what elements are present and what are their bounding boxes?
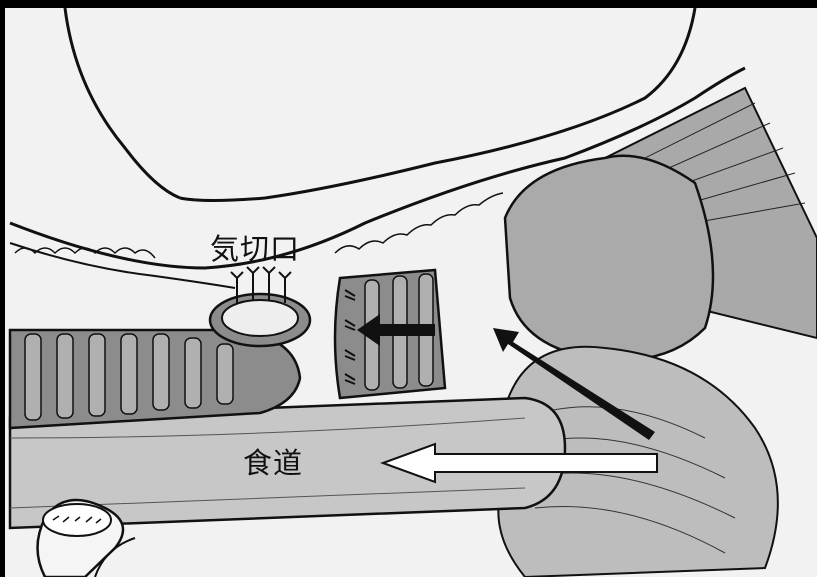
diagram-svg — [5, 8, 817, 577]
stoma-opening — [222, 300, 298, 336]
stoma-label: 気切口 — [210, 226, 300, 268]
thyroid-lobe — [505, 156, 713, 360]
anatomical-illustration: 気切口 食道 — [5, 8, 817, 577]
subcutaneous-line — [10, 243, 235, 288]
esophagus-label: 食道 — [243, 440, 303, 482]
chin-contour-line — [65, 8, 180, 198]
